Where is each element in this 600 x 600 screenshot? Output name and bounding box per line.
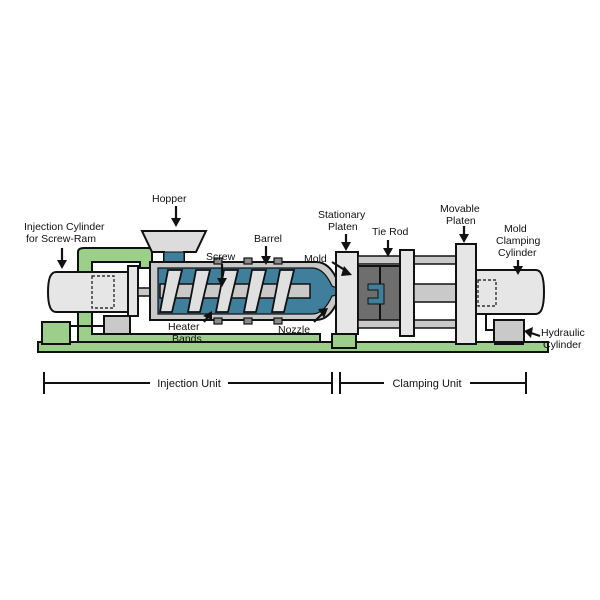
label-mold: Mold xyxy=(304,253,327,265)
label-mold-clamp-1: Mold xyxy=(504,223,527,235)
cylinder-flange xyxy=(127,265,139,317)
label-tie-rod: Tie Rod xyxy=(372,226,409,238)
center-foot xyxy=(331,333,357,349)
movable-platen xyxy=(455,243,477,345)
label-hopper: Hopper xyxy=(152,193,187,205)
label-nozzle: Nozzle xyxy=(278,324,310,336)
label-movable-2: Platen xyxy=(446,215,476,227)
label-mold-clamp-3: Cylinder xyxy=(498,247,537,259)
label-stationary-1: Stationary xyxy=(318,209,366,221)
label-heater-1: Heater xyxy=(168,321,200,333)
heater-bands xyxy=(213,257,283,325)
label-screw: Screw xyxy=(206,251,236,263)
injection-cylinder xyxy=(46,271,131,313)
tie-rod-bracket xyxy=(399,249,415,337)
clamp-piston xyxy=(477,279,497,307)
label-clamping-unit: Clamping Unit xyxy=(392,378,461,390)
label-injection-unit: Injection Unit xyxy=(157,378,221,390)
label-stationary-2: Platen xyxy=(328,221,358,233)
mold-half-fixed xyxy=(357,265,381,323)
mold-cavity xyxy=(367,283,385,305)
label-heater-2: Bands xyxy=(172,333,202,345)
injection-piston xyxy=(91,275,115,309)
stationary-platen xyxy=(335,251,359,335)
label-injection-cylinder-2: for Screw-Ram xyxy=(26,233,96,245)
injection-unit-span: Injection Unit xyxy=(43,372,333,394)
callout-arrows xyxy=(57,206,541,338)
label-barrel: Barrel xyxy=(254,233,282,245)
label-hydraulic-1: Hydraulic xyxy=(541,327,585,339)
clamp-ram xyxy=(413,283,459,303)
left-foot xyxy=(41,321,71,345)
screw-flights xyxy=(158,269,296,313)
label-movable-1: Movable xyxy=(440,203,480,215)
clamping-unit-span: Clamping Unit xyxy=(339,372,527,394)
hydraulic-cylinder xyxy=(493,319,525,343)
label-injection-cylinder-1: Injection Cylinder xyxy=(24,221,105,233)
label-mold-clamp-2: Clamping xyxy=(496,235,541,247)
label-hydraulic-2: Cylinder xyxy=(543,339,582,351)
mold-clamping-cylinder xyxy=(475,269,546,315)
drive-box xyxy=(103,315,131,335)
